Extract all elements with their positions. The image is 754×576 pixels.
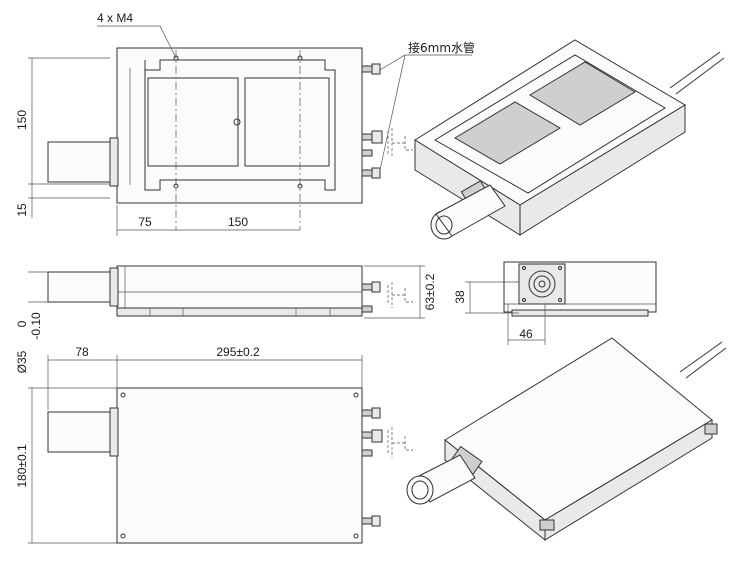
dim-63: 63±0.2 [423, 273, 437, 310]
mount-holes-label: 4 x M4 [97, 11, 133, 25]
side-view-outline [116, 265, 363, 309]
dim-dia-35: Ø35 [15, 350, 29, 373]
side-view [28, 265, 425, 319]
end-connector-outer [528, 270, 556, 298]
dim-180: 180±0.1 [15, 444, 29, 488]
holes-leader [97, 25, 177, 59]
top-frame [144, 59, 336, 191]
iso-bottom-face [444, 337, 713, 521]
top-view-outline [116, 47, 363, 204]
end-flange [518, 263, 566, 305]
iso-view-top [414, 39, 725, 240]
bottom-view-outline [116, 387, 363, 544]
dim-tol-zero: 0 [15, 320, 29, 327]
top-view [28, 25, 472, 236]
side-connector [47, 271, 115, 303]
bottom-view [28, 355, 413, 544]
iso-window-2 [529, 61, 636, 126]
iso-view-bottom [406, 337, 727, 542]
iso-bottom-connector-end [406, 475, 434, 505]
pipe-leader-1 [379, 54, 472, 71]
water-fittings-bottom [361, 407, 383, 527]
dim-150-vertical: 150 [15, 110, 29, 130]
dim-78: 78 [75, 345, 89, 359]
dim-15-vertical: 15 [15, 203, 29, 217]
center-hole [233, 118, 241, 126]
dim-75: 75 [138, 215, 152, 229]
dim-150-horizontal: 150 [228, 215, 248, 229]
water-fittings-top [361, 63, 383, 179]
window-left [147, 77, 239, 167]
dim-38: 38 [453, 290, 467, 304]
water-pipe-label: 接6mm水管 [408, 40, 475, 55]
dim-46: 46 [519, 327, 533, 341]
iso-window-1 [454, 101, 561, 165]
end-view [465, 261, 657, 345]
fiber-connector [47, 141, 115, 183]
dim-tol-negative: -0.10 [29, 312, 43, 340]
dim-295: 295±0.2 [216, 345, 260, 359]
window-right [244, 77, 330, 167]
bottom-connector [47, 411, 115, 453]
